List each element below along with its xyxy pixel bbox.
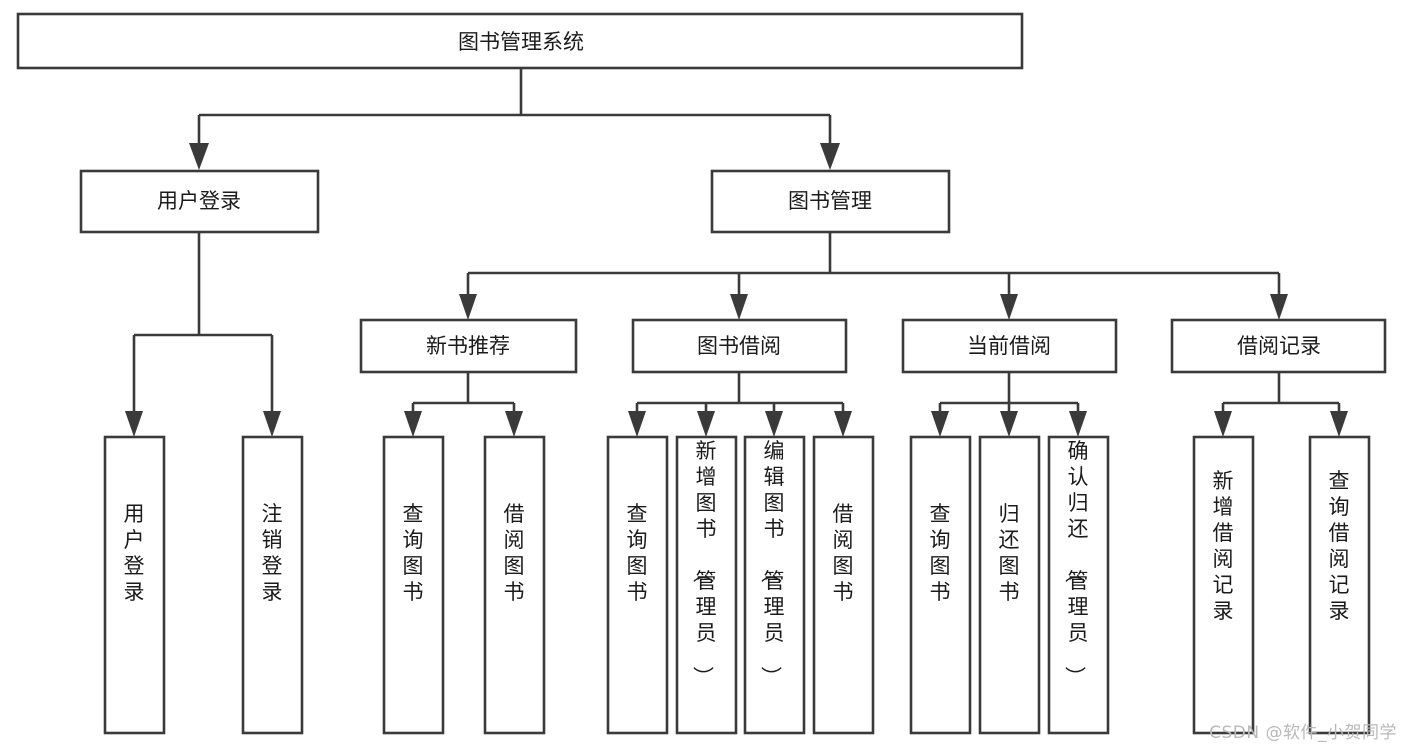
node-current-borrow-label: 当前借阅	[967, 334, 1051, 358]
leaf-add-book-admin-box	[675, 435, 738, 735]
node-root-box	[16, 12, 1024, 70]
arrow-current-borrow-leaf-2	[1000, 411, 1018, 437]
arrow-new-book-leaf-1	[404, 411, 422, 437]
leaf-user-login[interactable]: 用户登录	[103, 435, 166, 735]
leaf-borrow-book-borrow-box	[812, 435, 875, 735]
leaf-add-book-admin-label: 新增图书（管理员）	[691, 439, 717, 687]
leaf-edit-book-admin[interactable]: 编辑图书（管理员）	[743, 435, 806, 735]
arrow-to-book-borrow	[730, 294, 748, 320]
leaf-return-book-label: 归还图书	[999, 502, 1020, 604]
leaf-logout-label: 注销登录	[262, 502, 283, 604]
node-borrow-record-label: 借阅记录	[1237, 334, 1321, 358]
leaf-query-borrow-record-box	[1308, 435, 1371, 735]
leaf-query-book-borrow-label: 查询图书	[627, 502, 648, 604]
arrow-current-borrow-leaf-3	[1069, 411, 1087, 437]
leaf-query-borrow-record[interactable]: 查询借阅记录	[1308, 435, 1371, 735]
node-book-borrow-box	[631, 318, 848, 374]
leaf-edit-book-admin-box	[743, 435, 806, 735]
node-book-management-box	[710, 169, 951, 234]
leaf-add-borrow-record-label: 新增借阅记录	[1213, 469, 1234, 623]
arrow-user-login-leaf-1	[125, 411, 143, 437]
leaf-query-book-recommend[interactable]: 查询图书	[382, 435, 445, 735]
node-book-borrow[interactable]: 图书借阅	[631, 318, 848, 374]
leaf-query-borrow-record-label: 查询借阅记录	[1329, 469, 1350, 623]
node-user-login-label: 用户登录	[157, 189, 241, 213]
arrow-to-book-manage	[820, 143, 840, 170]
leaf-add-book-admin[interactable]: 新增图书（管理员）	[675, 435, 738, 735]
leaf-query-book-current-label: 查询图书	[930, 502, 951, 604]
leaf-query-book-recommend-box	[382, 435, 445, 735]
arrow-to-user-login	[189, 143, 209, 170]
node-user-login[interactable]: 用户登录	[79, 169, 320, 234]
node-current-borrow[interactable]: 当前借阅	[901, 318, 1118, 374]
node-book-management-label: 图书管理	[788, 189, 872, 213]
arrow-to-current-borrow	[1000, 294, 1018, 320]
node-root-book-management-system[interactable]: 图书管理系统	[16, 12, 1024, 70]
arrow-new-book-leaf-2	[505, 411, 523, 437]
arrow-borrow-record-leaf-2	[1330, 411, 1348, 437]
leaf-query-book-borrow[interactable]: 查询图书	[606, 435, 669, 735]
leaf-user-login-label: 用户登录	[124, 502, 145, 604]
node-borrow-record[interactable]: 借阅记录	[1170, 318, 1387, 374]
leaf-borrow-book-borrow[interactable]: 借阅图书	[812, 435, 875, 735]
node-new-book-recommend-box	[359, 318, 578, 374]
leaf-confirm-return-admin[interactable]: 确认归还（管理员）	[1047, 435, 1110, 735]
leaf-borrow-book-recommend-box	[483, 435, 546, 735]
leaf-confirm-return-admin-label: 确认归还（管理员）	[1063, 439, 1089, 687]
leaf-borrow-book-recommend[interactable]: 借阅图书	[483, 435, 546, 735]
leaf-add-borrow-record[interactable]: 新增借阅记录	[1192, 435, 1255, 735]
node-user-login-box	[79, 169, 320, 234]
leaf-borrow-book-recommend-label: 借阅图书	[504, 502, 525, 604]
arrow-to-borrow-record	[1270, 294, 1288, 320]
csdn-watermark: CSDN @软件_小贺同学	[1209, 723, 1397, 743]
node-book-borrow-label: 图书借阅	[697, 334, 781, 358]
leaf-edit-book-admin-label: 编辑图书（管理员）	[759, 439, 785, 687]
node-book-management[interactable]: 图书管理	[710, 169, 951, 234]
leaf-query-book-recommend-label: 查询图书	[403, 502, 424, 604]
arrow-book-borrow-leaf-1	[628, 411, 646, 437]
node-borrow-record-box	[1170, 318, 1387, 374]
leaf-logout[interactable]: 注销登录	[241, 435, 304, 735]
node-new-book-recommend[interactable]: 新书推荐	[359, 318, 578, 374]
arrow-current-borrow-leaf-1	[931, 411, 949, 437]
arrow-book-borrow-leaf-2	[697, 411, 715, 437]
leaf-confirm-return-admin-box	[1047, 435, 1110, 735]
connectors-layer	[125, 68, 1348, 437]
leaf-user-login-box	[103, 435, 166, 735]
leaf-query-book-current[interactable]: 查询图书	[909, 435, 972, 735]
arrow-to-new-book-recommend	[459, 294, 477, 320]
arrow-borrow-record-leaf-1	[1214, 411, 1232, 437]
leaf-return-book[interactable]: 归还图书	[978, 435, 1041, 735]
leaf-add-borrow-record-box	[1192, 435, 1255, 735]
node-new-book-recommend-label: 新书推荐	[426, 334, 510, 358]
arrow-user-login-leaf-2	[263, 411, 281, 437]
leaf-query-book-borrow-box	[606, 435, 669, 735]
node-root-label: 图书管理系统	[458, 30, 584, 54]
arrow-book-borrow-leaf-4	[834, 411, 852, 437]
leaf-borrow-book-borrow-label: 借阅图书	[833, 502, 854, 604]
leaf-logout-box	[241, 435, 304, 735]
node-current-borrow-box	[901, 318, 1118, 374]
leaf-return-book-box	[978, 435, 1041, 735]
leaf-query-book-current-box	[909, 435, 972, 735]
arrow-book-borrow-leaf-3	[765, 411, 783, 437]
